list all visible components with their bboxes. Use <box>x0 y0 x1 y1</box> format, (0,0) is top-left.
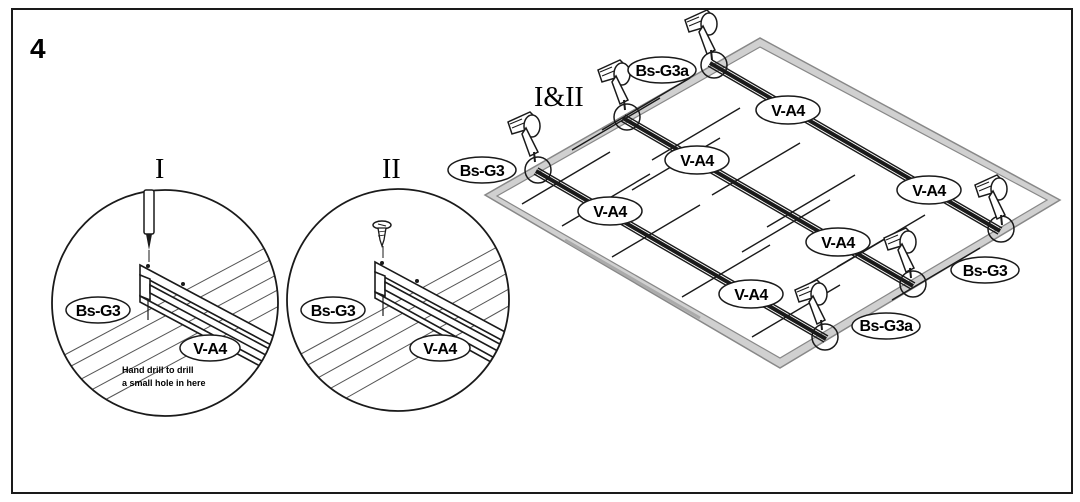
figure-border <box>11 8 1073 494</box>
rail-label: V-A4 <box>680 153 714 170</box>
detail-1-bracket-label: Bs-G3 <box>76 303 121 320</box>
detail-2-bracket-label: Bs-G3 <box>311 303 356 320</box>
step-number: 4 <box>30 33 46 64</box>
rail-label: V-A4 <box>771 103 805 120</box>
detail-2-rail-label: V-A4 <box>423 341 457 358</box>
rail-label: V-A4 <box>912 183 946 200</box>
rail-label: V-A4 <box>593 204 627 221</box>
bracket-label-right: Bs-G3 <box>963 263 1008 280</box>
bracket-label-top: Bs-G3a <box>635 63 689 80</box>
drill-bit-icon <box>143 189 155 262</box>
power-drill-icon <box>597 59 631 111</box>
power-drill-icon <box>684 9 718 61</box>
detail-1-note-line-2: a small hole in here <box>122 378 206 388</box>
bracket-label-left: Bs-G3 <box>460 163 505 180</box>
detail-2-title: II <box>382 154 401 185</box>
rail-grid <box>521 59 1003 343</box>
detail-1: I Bs-G3 <box>51 154 279 417</box>
bracket-label-bottom: Bs-G3a <box>859 318 913 335</box>
rail-label: V-A4 <box>734 287 768 304</box>
main-assembly-view: I&II V-A4 V-A4 V-A4 V-A4 V-A4 V-A4 Bs-G3… <box>447 9 1062 369</box>
detail-2: II <box>286 154 510 412</box>
combined-detail-title: I&II <box>534 82 584 113</box>
detail-1-title: I <box>155 154 164 185</box>
detail-1-note-line-1: Hand drill to drill <box>122 365 194 375</box>
power-drill-icon <box>507 111 541 163</box>
detail-1-rail-label: V-A4 <box>193 341 227 358</box>
rail-label: V-A4 <box>821 235 855 252</box>
screw-icon <box>372 220 392 258</box>
rail-labels: V-A4 V-A4 V-A4 V-A4 V-A4 V-A4 <box>577 95 962 309</box>
